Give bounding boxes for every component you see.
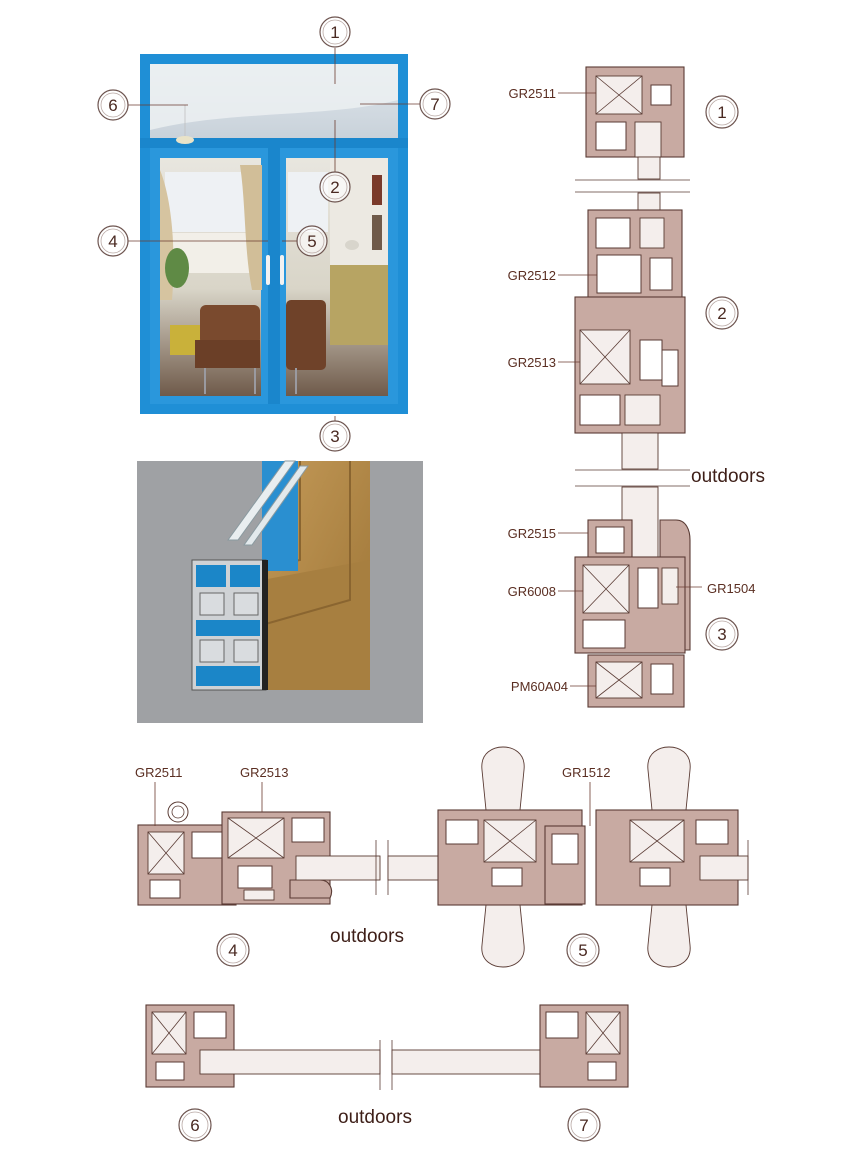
marker-4-elev: 4 xyxy=(97,225,129,257)
marker-5-section: 5 xyxy=(566,933,600,967)
marker-7-section-text: 7 xyxy=(579,1116,588,1135)
center-mullion xyxy=(268,148,280,404)
horizontal-section-6-7: outdoors 6 7 xyxy=(145,1004,629,1142)
label-gr2511-vertical: GR2511 xyxy=(509,86,556,101)
section-pm60a04 xyxy=(587,654,685,708)
section-7-profiles xyxy=(391,1004,629,1088)
marker-4-section: 4 xyxy=(216,933,250,967)
marker-6-elev: 6 xyxy=(97,89,129,121)
vertical-section: outdoors GR2511 GR2512 GR25 xyxy=(508,66,765,708)
label-gr1504: GR1504 xyxy=(707,581,755,596)
marker-2-section-text: 2 xyxy=(717,304,726,323)
marker-6-section: 6 xyxy=(178,1108,212,1142)
marker-4-section-text: 4 xyxy=(228,941,237,960)
marker-5-elev: 5 xyxy=(296,225,328,257)
marker-1-section: 1 xyxy=(705,95,739,129)
marker-7-elev: 7 xyxy=(419,88,451,120)
outdoors-label-vertical: outdoors xyxy=(691,466,765,487)
window-elevation xyxy=(140,54,408,414)
elevation-leaders xyxy=(128,48,420,422)
label-gr2512: GR2512 xyxy=(508,268,556,283)
label-gr2511-horizontal: GR2511 xyxy=(135,765,182,780)
marker-1-section-text: 1 xyxy=(717,103,726,122)
section-gr2513 xyxy=(574,296,686,434)
marker-6-text: 6 xyxy=(108,96,117,115)
label-gr2513-horizontal: GR2513 xyxy=(240,765,288,780)
marker-2-section: 2 xyxy=(705,296,739,330)
marker-1-top: 1 xyxy=(319,16,351,48)
right-handle xyxy=(280,255,284,285)
horizontal-section-4-5: GR2511 GR2513 GR1512 outdoors 4 5 xyxy=(135,746,749,968)
section-5-profiles xyxy=(437,746,749,968)
marker-5-section-text: 5 xyxy=(578,941,587,960)
label-gr2515: GR2515 xyxy=(508,526,556,541)
marker-4-text: 4 xyxy=(108,232,117,251)
marker-6-section-text: 6 xyxy=(190,1116,199,1135)
marker-7-text: 7 xyxy=(430,95,439,114)
marker-1-text: 1 xyxy=(330,23,339,42)
marker-3-elev: 3 xyxy=(319,420,351,452)
profile-3d-render xyxy=(137,460,423,723)
label-gr6008: GR6008 xyxy=(508,584,556,599)
section-4-profiles xyxy=(137,801,333,906)
marker-3-section: 3 xyxy=(705,617,739,651)
section-gr2512 xyxy=(587,209,683,303)
section-gr2511-top xyxy=(585,66,685,158)
section-gr2515-gr6008 xyxy=(574,519,691,654)
section-6-profiles xyxy=(145,1004,381,1088)
outdoors-label-4-5: outdoors xyxy=(330,926,404,947)
label-gr2513-vertical: GR2513 xyxy=(508,355,556,370)
outdoors-label-6-7: outdoors xyxy=(338,1107,412,1128)
marker-7-section: 7 xyxy=(567,1108,601,1142)
label-gr1512: GR1512 xyxy=(562,765,610,780)
label-pm60a04: PM60A04 xyxy=(511,679,568,694)
marker-2-text: 2 xyxy=(330,178,339,197)
marker-2-elev: 2 xyxy=(319,171,351,203)
marker-5-text: 5 xyxy=(307,232,316,251)
left-handle xyxy=(266,255,270,285)
marker-3-text: 3 xyxy=(330,427,339,446)
marker-3-section-text: 3 xyxy=(717,625,726,644)
